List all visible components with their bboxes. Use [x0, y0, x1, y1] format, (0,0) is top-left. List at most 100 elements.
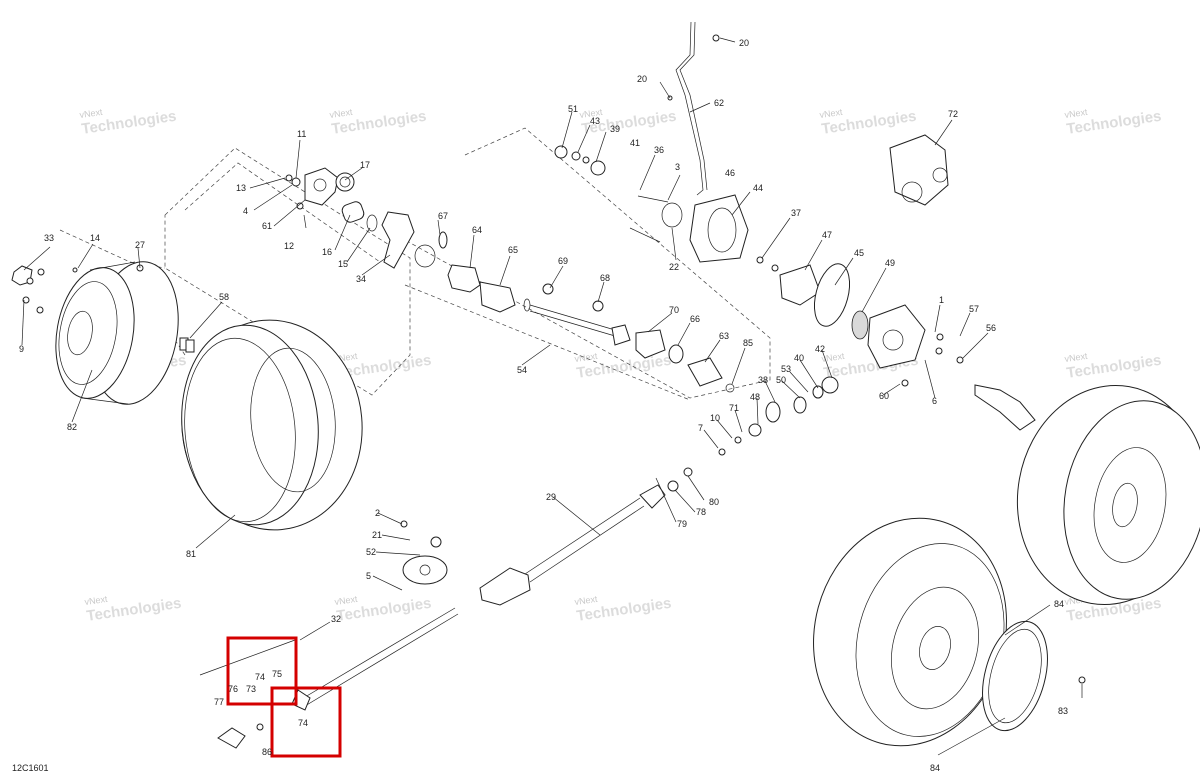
- svg-text:vNext: vNext: [821, 351, 846, 364]
- callout[interactable]: 74: [298, 718, 308, 728]
- callout[interactable]: 34: [356, 274, 366, 284]
- callout[interactable]: 73: [246, 684, 256, 694]
- callout[interactable]: 32: [331, 614, 341, 624]
- callout[interactable]: 51: [568, 104, 578, 114]
- callout[interactable]: 76: [228, 684, 238, 694]
- callout[interactable]: 5: [366, 571, 371, 581]
- highlight-box-upper: [226, 636, 298, 706]
- beadlock-ring: [982, 620, 1086, 732]
- callout[interactable]: 62: [714, 98, 724, 108]
- callout[interactable]: 52: [366, 547, 376, 557]
- callout[interactable]: 40: [794, 353, 804, 363]
- callout[interactable]: 3: [675, 162, 680, 172]
- callout[interactable]: 14: [90, 233, 100, 243]
- callout[interactable]: 66: [690, 314, 700, 324]
- callout[interactable]: 7: [698, 423, 703, 433]
- callout[interactable]: 50: [776, 375, 786, 385]
- callout[interactable]: 75: [272, 669, 282, 679]
- callout[interactable]: 43: [590, 116, 600, 126]
- callout[interactable]: 56: [986, 323, 996, 333]
- callout[interactable]: 2: [375, 508, 380, 518]
- callout[interactable]: 12: [284, 241, 294, 251]
- callout[interactable]: 9: [19, 344, 24, 354]
- callout[interactable]: 37: [791, 208, 801, 218]
- callout[interactable]: 82: [67, 422, 77, 432]
- callout[interactable]: 49: [885, 258, 895, 268]
- callout[interactable]: 71: [729, 403, 739, 413]
- callout[interactable]: 53: [781, 364, 791, 374]
- drawing-code: 12C1601: [12, 763, 49, 773]
- right-tire: [1016, 384, 1200, 606]
- callout[interactable]: 77: [214, 697, 224, 707]
- callout[interactable]: 72: [948, 109, 958, 119]
- leader-lines: [21, 37, 1083, 756]
- svg-text:vNext: vNext: [334, 594, 359, 607]
- callout[interactable]: 39: [610, 124, 620, 134]
- callout[interactable]: 6: [932, 396, 937, 406]
- callout[interactable]: 42: [815, 344, 825, 354]
- callout[interactable]: 21: [372, 530, 382, 540]
- callout[interactable]: 11: [297, 129, 306, 139]
- svg-text:vNext: vNext: [574, 594, 599, 607]
- callout[interactable]: 4: [243, 206, 248, 216]
- svg-text:vNext: vNext: [1064, 107, 1089, 120]
- callout[interactable]: 79: [677, 519, 687, 529]
- callout[interactable]: 36: [654, 145, 664, 155]
- callout[interactable]: 29: [546, 492, 556, 502]
- callout-labels: 20 20 62 51 43 39 41 36 3 46 44 72 11 17…: [19, 38, 1068, 773]
- callout[interactable]: 60: [879, 391, 889, 401]
- svg-text:vNext: vNext: [84, 594, 109, 607]
- callout[interactable]: 27: [135, 240, 145, 250]
- callout[interactable]: 86: [262, 747, 272, 757]
- callout[interactable]: 80: [709, 497, 719, 507]
- callout[interactable]: 33: [44, 233, 54, 243]
- callout[interactable]: 10: [710, 413, 720, 423]
- callout[interactable]: 13: [236, 183, 246, 193]
- callout[interactable]: 15: [338, 259, 348, 269]
- callout[interactable]: 61: [262, 221, 272, 231]
- callout[interactable]: 84: [930, 763, 940, 773]
- callout[interactable]: 54: [517, 365, 527, 375]
- svg-text:vNext: vNext: [1064, 351, 1089, 364]
- svg-text:vNext: vNext: [329, 107, 354, 120]
- callout[interactable]: 63: [719, 331, 729, 341]
- callout[interactable]: 84: [1054, 599, 1064, 609]
- callout[interactable]: 58: [219, 292, 229, 302]
- callout[interactable]: 46: [725, 168, 735, 178]
- callout[interactable]: 38: [758, 375, 768, 385]
- callout[interactable]: 47: [822, 230, 832, 240]
- callout[interactable]: 20: [637, 74, 647, 84]
- callout[interactable]: 64: [472, 225, 482, 235]
- callout[interactable]: 74: [255, 672, 265, 682]
- callout[interactable]: 41: [630, 138, 640, 148]
- callout[interactable]: 85: [743, 338, 753, 348]
- callout[interactable]: 48: [750, 392, 760, 402]
- callout[interactable]: 68: [600, 273, 610, 283]
- callout[interactable]: 16: [322, 247, 332, 257]
- callout[interactable]: 81: [186, 549, 196, 559]
- callout[interactable]: 69: [558, 256, 568, 266]
- callout[interactable]: 65: [508, 245, 518, 255]
- callout[interactable]: 22: [669, 262, 679, 272]
- callout[interactable]: 20: [739, 38, 749, 48]
- callout[interactable]: 17: [360, 160, 370, 170]
- callout[interactable]: 70: [669, 305, 679, 315]
- callout[interactable]: 78: [696, 507, 706, 517]
- callout[interactable]: 67: [438, 211, 448, 221]
- callout[interactable]: 57: [969, 304, 979, 314]
- svg-text:vNext: vNext: [579, 107, 604, 120]
- callout[interactable]: 1: [939, 295, 944, 305]
- callout[interactable]: 44: [753, 183, 763, 193]
- callout[interactable]: 45: [854, 248, 864, 258]
- front-drive-shaft-assembly: [414, 231, 735, 393]
- callout[interactable]: 83: [1058, 706, 1068, 716]
